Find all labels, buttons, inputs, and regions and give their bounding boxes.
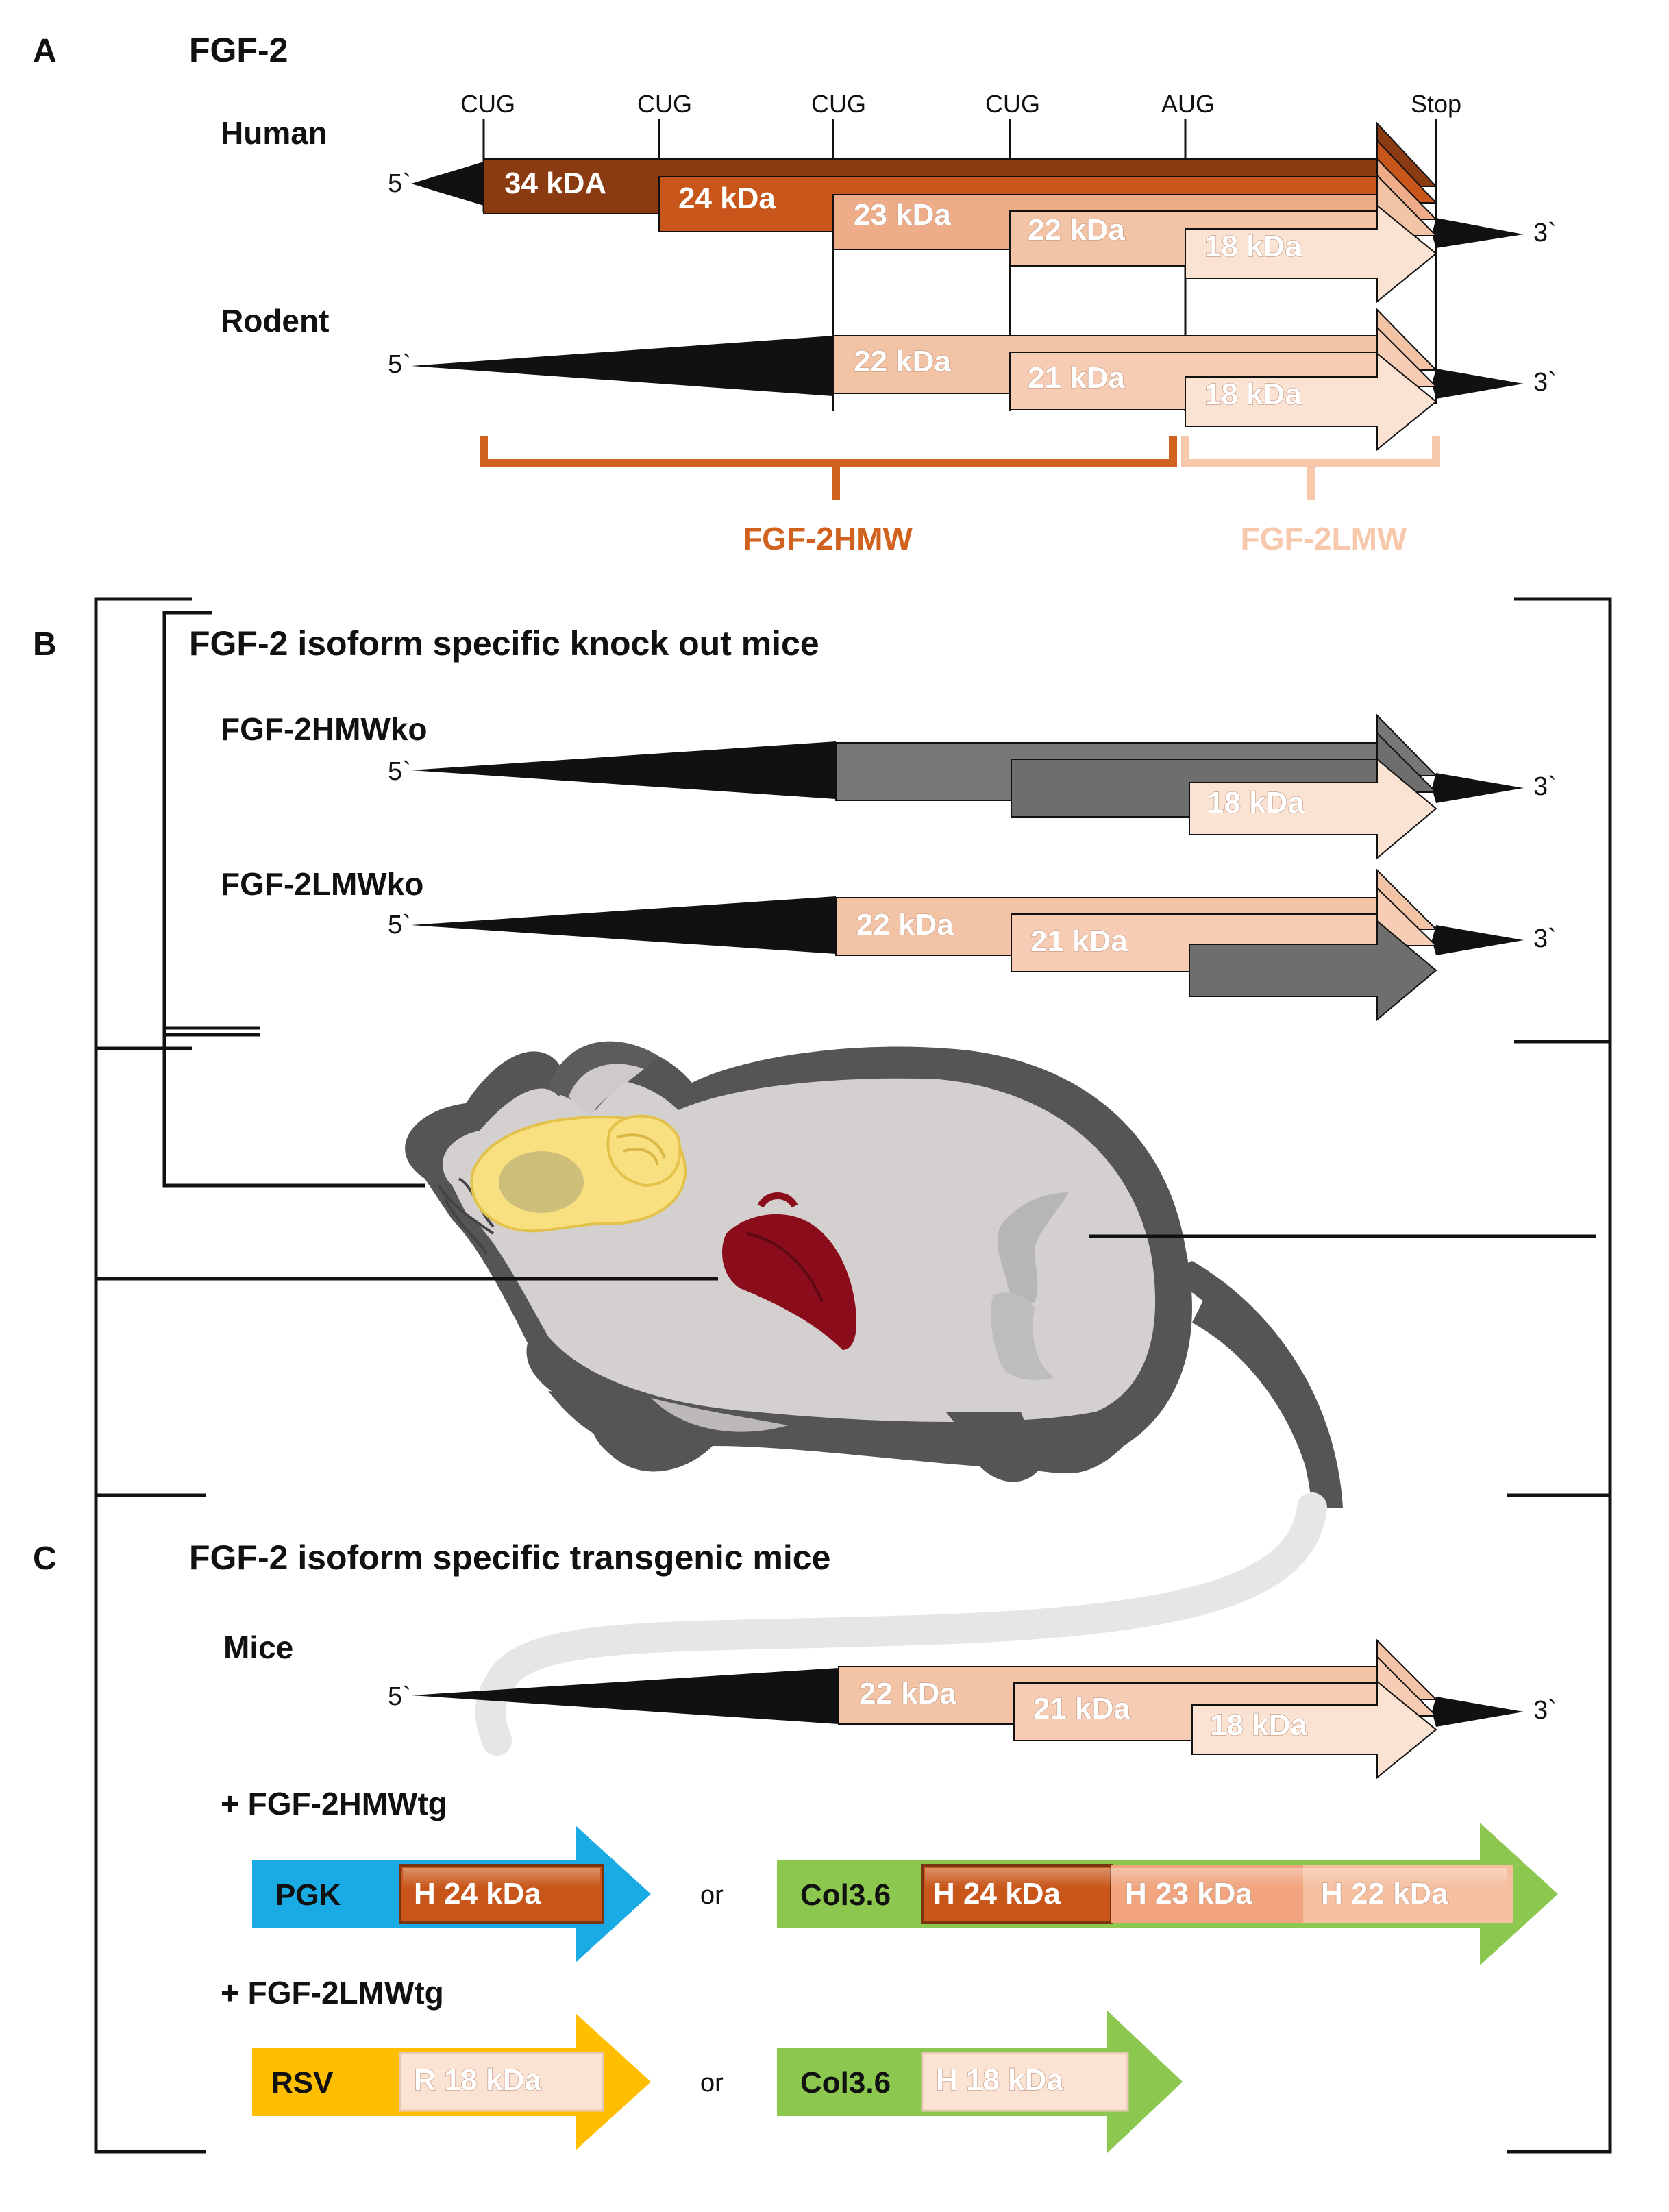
human-isoform-23: 23 kDa [854, 198, 951, 232]
mice-5prime: 5` [388, 1682, 411, 1711]
mice-label: Mice [223, 1630, 293, 1665]
panel-c-letter: C [33, 1540, 57, 1577]
rodent-label: Rodent [221, 303, 329, 339]
mouse-heart [722, 1214, 856, 1350]
lmwtg-label: + FGF-2LMWtg [221, 1975, 444, 2011]
human-3prime: 3` [1533, 219, 1557, 247]
lmw-label: FGF-2LMW [1241, 521, 1407, 556]
pgk-isoform-h24: H 24 kDa [414, 1877, 541, 1910]
rodent-5prime: 5` [388, 350, 411, 379]
codon-cug-1: CUG [460, 90, 515, 118]
panel-c: C FGF-2 isoform specific transgenic mice… [33, 1538, 1558, 2153]
mice-isoform-21: 21 kDa [1033, 1692, 1130, 1725]
rsv-isoform-r18: R 18 kDa [414, 2063, 541, 2097]
human-5prime: 5` [388, 169, 411, 198]
rodent-isoform-22: 22 kDa [854, 345, 951, 378]
codon-cug-2: CUG [637, 90, 692, 118]
mice-isoform-18: 18 kDa [1210, 1708, 1307, 1742]
col36-hmw-promoter: Col3.6 [800, 1878, 891, 1912]
codon-aug: AUG [1161, 90, 1215, 118]
rodent-3prime: 3` [1533, 368, 1557, 397]
hmwtg-or: or [700, 1881, 724, 1910]
hmwko-label: FGF-2HMWko [221, 711, 428, 747]
mouse-brain-core [499, 1151, 584, 1213]
col36-isoform-h22: H 22 kDa [1321, 1877, 1448, 1910]
codon-stop: Stop [1411, 90, 1461, 118]
mice-3prime: 3` [1533, 1696, 1557, 1725]
human-label: Human [221, 115, 327, 151]
col36-isoform-h23: H 23 kDa [1125, 1877, 1252, 1910]
mouse-hind-leg [945, 1412, 1069, 1473]
panel-c-title: FGF-2 isoform specific transgenic mice [189, 1538, 830, 1577]
col36-isoform-h24: H 24 kDa [933, 1877, 1061, 1910]
human-isoform-22: 22 kDa [1028, 213, 1125, 247]
rodent-isoform-21: 21 kDa [1028, 361, 1125, 395]
panel-a: A FGF-2 CUG CUG CUG CUG AUG Stop Human 5… [33, 31, 1557, 556]
human-isoform-24: 24 kDa [678, 182, 776, 215]
lmwko-label: FGF-2LMWko [221, 866, 423, 902]
connector-lines [94, 597, 1612, 2154]
pgk-promoter: PGK [275, 1878, 341, 1912]
mouse-bone [997, 1192, 1069, 1304]
mice-isoform-22: 22 kDa [859, 1677, 956, 1710]
panel-b-letter: B [33, 626, 57, 663]
mouse-tail-tip [475, 1492, 1327, 1756]
lmw-bracket [1181, 436, 1440, 500]
human-isoform-18: 18 kDa [1204, 230, 1302, 263]
hmwko-isoform-18: 18 kDa [1207, 786, 1305, 820]
col36-isoform-h18: H 18 kDa [936, 2063, 1063, 2097]
panel-b: B FGF-2 isoform specific knock out mice … [33, 624, 1557, 1022]
lmwko-3prime: 3` [1533, 924, 1557, 953]
mouse-front-leg [548, 1391, 658, 1460]
col36-lmw-promoter: Col3.6 [800, 2066, 891, 2100]
hmwko-5prime: 5` [388, 757, 411, 786]
lmwko-isoform-22: 22 kDa [856, 908, 954, 942]
hmw-label: FGF-2HMW [743, 521, 913, 556]
codon-cug-4: CUG [985, 90, 1040, 118]
hmw-bracket [480, 436, 1177, 500]
codon-cug-3: CUG [811, 90, 866, 118]
panel-a-title: FGF-2 [189, 31, 288, 69]
lmwko-5prime: 5` [388, 911, 411, 939]
mouse-illustration [405, 1041, 1343, 1756]
rodent-isoform-18: 18 kDa [1204, 378, 1302, 411]
rsv-promoter: RSV [271, 2066, 334, 2100]
lmwtg-or: or [700, 2069, 724, 2098]
hmwtg-label: + FGF-2HMWtg [221, 1786, 447, 1821]
panel-b-title: FGF-2 isoform specific knock out mice [189, 624, 819, 663]
hmwko-3prime: 3` [1533, 772, 1557, 801]
human-isoform-34: 34 kDA [504, 167, 606, 200]
panel-a-letter: A [33, 33, 57, 69]
lmwko-isoform-21: 21 kDa [1030, 924, 1128, 958]
